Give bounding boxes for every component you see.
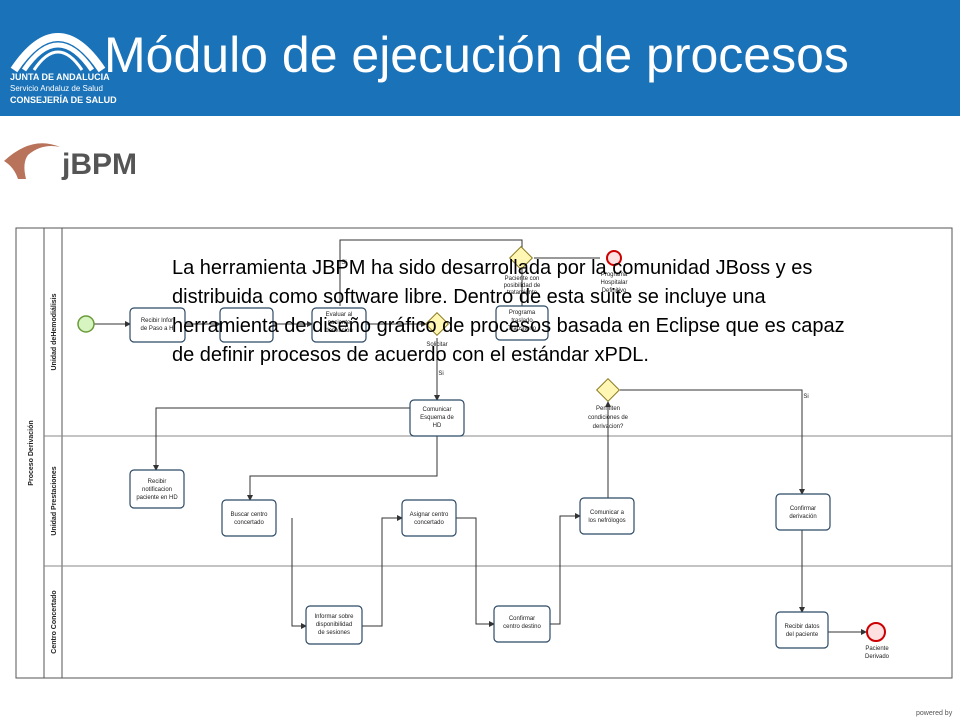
task-label: Recibir datos: [784, 624, 819, 630]
gateway-label: posibilidad de: [504, 283, 541, 289]
task-recibir-informe: [129, 307, 186, 343]
task-label: traslado: [511, 318, 533, 324]
intermediate-event: [606, 250, 622, 266]
task-label: derivación: [789, 514, 816, 520]
junta-logo-icon: [10, 33, 106, 73]
pool-label: Proceso Derivación: [28, 420, 35, 485]
task-label: concertado: [234, 520, 264, 526]
task-confirmar-centro: [493, 605, 551, 643]
logo-line3: CONSEJERÍA DE SALUD: [10, 95, 117, 105]
gateway-1: [508, 245, 534, 271]
task-label: disponibilidad: [316, 622, 352, 628]
header-bar: [0, 0, 960, 116]
task-label: Esquema de: [420, 415, 454, 421]
pool: [15, 227, 953, 679]
gateway-label: condiciones de: [588, 415, 629, 421]
end-event-label: Derivado: [865, 654, 890, 660]
task-label: Comunicar a: [590, 510, 625, 516]
gateway-label: Paciente con: [505, 276, 540, 282]
description-text: La herramienta JBPM ha sido desarrollada…: [172, 257, 845, 366]
task-recibir-datos: [775, 611, 829, 649]
task-label: concertado: [414, 520, 444, 526]
lane-label-1: Unidad deHemodiálisis: [51, 293, 58, 370]
task-comunicar-nefrologos: [579, 497, 635, 535]
task-label: Recibir: [148, 479, 167, 485]
flow-label: Si: [341, 260, 346, 266]
event-label: Definitivo: [602, 288, 627, 294]
gateway-label: Permiten: [596, 406, 620, 412]
logo-line2: Servicio Andaluz de Salud: [10, 84, 103, 93]
task-label: Programa: [509, 310, 536, 316]
task-label: Asignar centro: [410, 512, 449, 518]
task-evaluar: [311, 307, 367, 343]
task-buscar-centro: [221, 499, 277, 537]
end-event: [866, 622, 886, 642]
task-label: Evaluar al: [326, 312, 353, 318]
task-label: Confirmar: [509, 616, 535, 622]
task-label: paciente: [328, 320, 351, 326]
task-recibir-notificacion: [129, 469, 185, 509]
task-confirmar-derivacion: [775, 493, 831, 531]
task-2: [219, 307, 274, 343]
event-label: Hospitalar: [600, 280, 627, 286]
task-label: del paciente: [786, 632, 819, 638]
flow-label: Si: [438, 371, 443, 377]
task-label: paciente en HD: [136, 495, 178, 501]
event-label: Programa: [601, 272, 628, 278]
flow-label: Si: [803, 394, 808, 400]
lane-label-3: Centro Concertado: [51, 590, 58, 653]
task-label: Informar sobre: [314, 614, 354, 620]
logo-line1: JUNTA DE ANDALUCIA: [10, 72, 110, 82]
task-label: Transitorio: [508, 326, 537, 332]
task-label: Confirmar: [790, 506, 816, 512]
task-informar-disponibilidad: [305, 605, 363, 645]
jbpm-logo: [0, 127, 134, 185]
gateway-label: derivacion?: [593, 424, 624, 430]
gateway-2: [424, 311, 450, 337]
task-label: Buscar centro: [230, 512, 268, 518]
task-label: los nefrólogos: [588, 518, 625, 524]
task-asignar-centro: [401, 499, 457, 537]
page-title: Módulo de ejecución de procesos: [104, 27, 849, 83]
task-label: Comunicar: [422, 407, 451, 413]
lane-label-2: Unidad Prestaciones: [51, 466, 58, 535]
jbpm-logo-text: jBPM: [62, 148, 137, 181]
task-label: derivación: [325, 328, 352, 334]
task-label: de Paso a H: [140, 326, 173, 332]
tasks: [129, 305, 831, 649]
jbpm-swoosh-icon: [4, 143, 60, 179]
gateway-label: tratamiento: [507, 290, 538, 296]
task-label: HD: [433, 423, 442, 429]
task-programa: [495, 305, 549, 341]
gateway-3: [595, 377, 621, 403]
task-label: de sesiones: [318, 630, 350, 636]
sequence-flows: [94, 239, 867, 635]
powered-by-label: powered by: [916, 710, 953, 717]
task-label: centro destino: [503, 624, 541, 630]
start-event: [77, 315, 95, 333]
end-event-label: Paciente: [865, 646, 889, 652]
gateway-label: Solicitar: [426, 342, 447, 348]
task-label: Recibir Infor: [141, 318, 173, 324]
task-comunicar-esquema: [409, 399, 465, 437]
task-label: notificacion: [142, 487, 172, 493]
